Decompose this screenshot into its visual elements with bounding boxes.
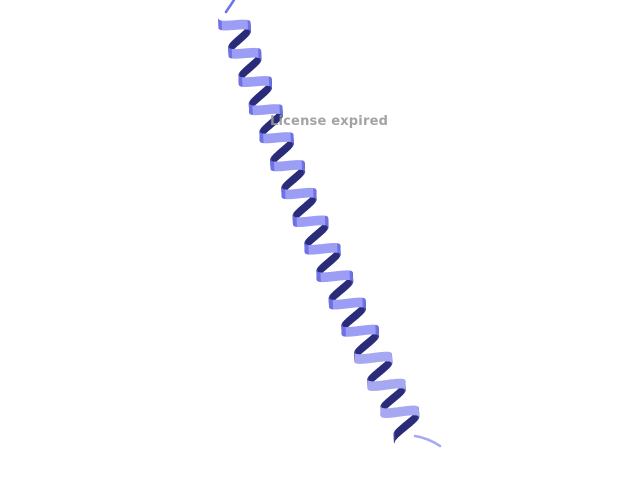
helix-ribbon-front-segment [315, 188, 317, 200]
helix-ribbon-front-segment [249, 20, 251, 32]
helix-ribbon-front-segment [259, 48, 262, 61]
helix-ribbon-front-segment [404, 379, 406, 391]
helix-ribbon-front-segment [303, 160, 306, 173]
c-terminal-coil [413, 434, 442, 448]
helix-ribbon-front-segment [281, 104, 283, 117]
helix-ribbon-front-segment [292, 132, 294, 145]
helix-ribbon-front-segment [339, 243, 341, 255]
helix-ribbon-front-segment [326, 215, 329, 228]
helix-ribbon-front-segment [364, 297, 366, 310]
helix-ribbon-front-segment [377, 325, 379, 337]
helix-ribbon-front-segment [270, 76, 272, 89]
helix-ribbon-front-segment [351, 270, 354, 283]
helix-ribbon-front-segment [390, 352, 393, 364]
license-watermark: License expired [270, 114, 389, 129]
helix-ribbon-front-segment [417, 405, 420, 418]
helix-front-ribbons [218, 18, 420, 418]
helix-terminal-coils [224, 0, 442, 448]
n-terminal-coil [224, 0, 236, 14]
